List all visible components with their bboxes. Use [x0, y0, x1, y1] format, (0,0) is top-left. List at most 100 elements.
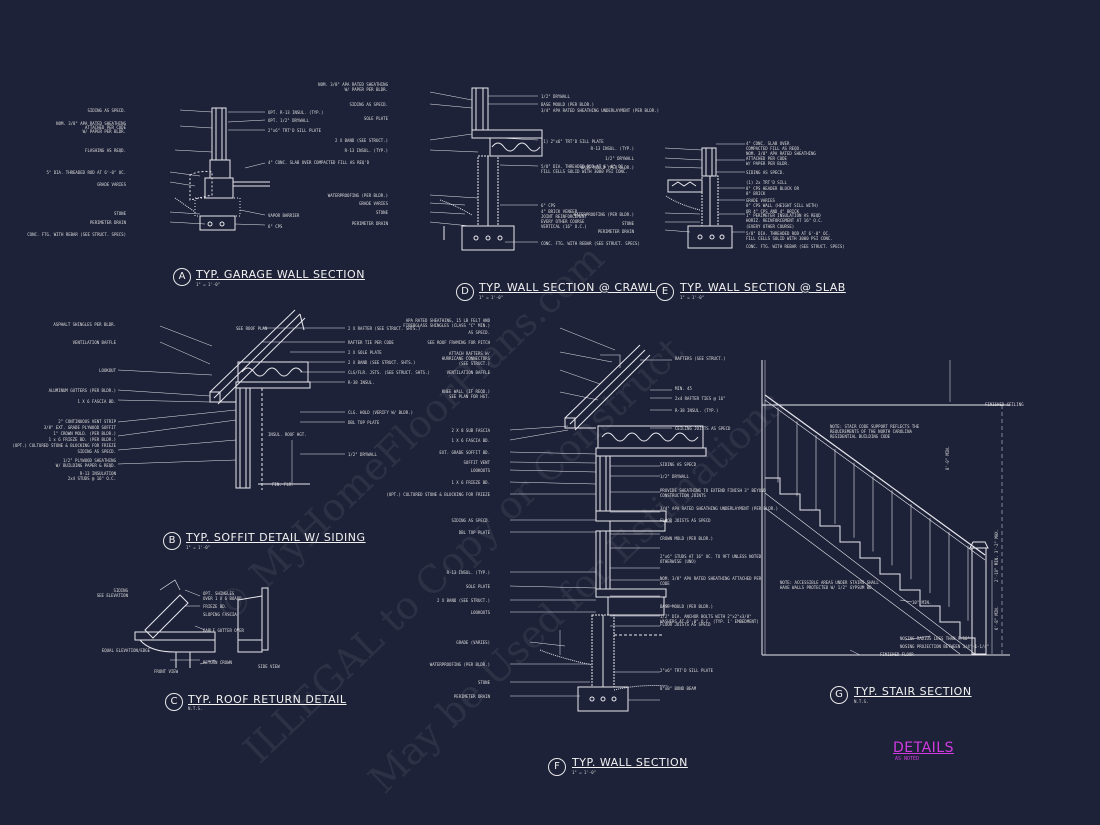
callout-note-f: DBL TOP PLATE: [458, 530, 490, 535]
callout-note-f: AS SPECD.: [468, 330, 490, 335]
callout-note-e: GRADE VARIES: [746, 198, 775, 203]
callout-note-f: HURRICANE CONNECTORS: [441, 356, 490, 361]
callout-note-a: 2"x6" TRT'D SILL PLATE: [268, 128, 321, 133]
callout-note-b: LOOKOUT: [99, 368, 116, 373]
callout-note-d: STONE: [375, 210, 388, 215]
callout-note-f: SIDING AS SPECD: [660, 462, 697, 467]
callout-note-g: NOSING RADIUS LESS THAN 9/16": [900, 636, 970, 641]
callout-note-e: CONC. FTG. WITH REBAR (SEE STRUCT. SPECS…: [746, 244, 845, 249]
callout-note-f: PERIMETER DRAIN: [453, 694, 490, 699]
callout-note-f: 2 X 8 SUB FASCIA: [451, 428, 490, 433]
callout-note-f: FLOOR JOISTS AS SPECD: [660, 518, 711, 523]
callout-note-b: R-13 INSULATION: [79, 471, 116, 476]
callout-note-f: STONE: [477, 680, 490, 685]
callout-note-f: SOLE PLATE: [465, 584, 490, 589]
callout-note-f: 3/4" APA RATED SHEATHING UNDERLAYMENT (P…: [660, 506, 779, 511]
callout-note-f: SOFFIT VENT: [463, 460, 491, 465]
callout-note-b: CLG. HOLD (VERIFY W/ BLDR.): [348, 410, 414, 415]
callout-note-d: SIDING AS SPECD.: [349, 102, 388, 107]
callout-note-b: 1" CROWN MOLD. (PER BLDR.): [53, 431, 116, 436]
callout-note-g: NOTE: STAIR CODE SUPPORT REFLECTS THE RE…: [830, 424, 920, 439]
detail-b-bubble: B: [163, 532, 181, 550]
sheet-title: DETAILS: [893, 740, 954, 756]
callout-note-f: VENTILATION BAFFLE: [446, 370, 490, 375]
callout-note-d: PERIMETER DRAIN: [351, 221, 388, 226]
callout-note-f: (SEE STRUCT.): [458, 361, 490, 366]
callout-note-f: NOM. 3/8" APA RATED SHEATHING ATTACHED P…: [660, 576, 762, 586]
callout-note-e: STONE: [621, 221, 634, 226]
callout-note-b: INSUL. ROOF HGT.: [268, 432, 307, 437]
callout-note-a: W/ PAPER PER BLDR.: [82, 129, 126, 134]
callout-note-a: 4" CONC. SLAB OVER COMPACTED FILL AS REQ…: [268, 160, 370, 165]
callout-note-b: 1 x 6 FRIEZE BD. (PER BLDR.): [48, 437, 116, 442]
detail-g-bubble: G: [830, 686, 848, 704]
callout-note-c: EQUAL ELEVATION/EDGE: [101, 648, 150, 653]
detail-c-scale: N.T.S.: [188, 706, 203, 711]
callout-note-d: CONC. FTG. WITH REBAR (SEE STRUCT. SPECS…: [541, 241, 640, 246]
callout-note-e: FILL CELLS SOLID WITH 3000 PSI CONC.: [746, 236, 833, 241]
detail-c-drawing: [134, 579, 269, 668]
callout-note-e: PERIMETER DRAIN: [597, 229, 634, 234]
callout-note-d: WATERPROOFING (PER BLDR.): [327, 193, 388, 198]
callout-note-e: 8" CPS HEADER BLOCK OR: [746, 186, 799, 191]
callout-note-f: SEE PLAN FOR HGT.: [449, 394, 490, 399]
callout-note-f: 8"x8" BOND BEAM: [660, 686, 697, 691]
callout-note-a: OPT. 1/2" DRYWALL: [268, 118, 309, 123]
callout-note-f: LOOKOUTS: [470, 468, 490, 473]
callout-note-f: (OPT.) CULTURED STONE & BLOCKING FOR FRI…: [386, 492, 490, 497]
callout-note-f: BASE MOULD (PER BLDR.): [660, 604, 713, 609]
callout-note-f: ATTACH RAFTERS W/: [449, 351, 490, 356]
callout-note-g: NOSING PROJECTION BETWEEN 3/4"-1-1/4": [900, 644, 990, 649]
callout-note-e: 8" BRICK: [746, 191, 766, 196]
callout-note-e: HORIZ. REINFORCEMENT AT 16" O.C.: [746, 218, 824, 223]
detail-f-bubble: F: [548, 758, 566, 776]
callout-note-c: SIDE VIEW: [258, 664, 280, 669]
callout-note-a: VAPOR BARRIER: [268, 213, 300, 218]
callout-note-f: EXT. GRADE SOFFIT BD.: [439, 450, 490, 455]
callout-note-b: SIDING AS SPECD.: [77, 449, 116, 454]
detail-f-scale: 1" = 1'-0": [572, 770, 597, 775]
detail-b-title: TYP. SOFFIT DETAIL W/ SIDING: [186, 531, 366, 544]
callout-note-b: 1 X 6 FASCIA BD.: [77, 399, 116, 404]
callout-note-b: RAFTER TIE PER CODE: [348, 340, 394, 345]
detail-e-drawing: [664, 143, 745, 249]
callout-note-c: OVER 1 X 6 BOARD: [203, 596, 242, 601]
callout-note-b: 2 X RAFTER (SEE STRUCT. SHTS.): [348, 326, 421, 331]
callout-note-c: SEE ELEVATION: [96, 593, 128, 598]
callout-note-e: BASE MOULD (PER BLDR.): [581, 165, 634, 170]
callout-note-d: JOINT REINFORCEMENT: [541, 214, 587, 219]
detail-f-drawing: [509, 327, 707, 712]
callout-note-d: 1/2" DRYWALL: [541, 94, 570, 99]
callout-note-b: 2 X SOLE PLATE: [348, 350, 382, 355]
detail-c-title: TYP. ROOF RETURN DETAIL: [188, 693, 347, 706]
callout-note-b: DBL TOP PLATE: [348, 420, 380, 425]
detail-e-bubble: E: [656, 283, 674, 301]
callout-note-a: PERIMETER DRAIN: [89, 220, 126, 225]
callout-note-f: 2"x6" STUDS AT 16" OC. TO 9FT UNLESS NOT…: [660, 554, 762, 564]
callout-note-f: R-13 INSUL. (TYP.): [446, 570, 490, 575]
detail-d-scale: 1" = 1'-0": [479, 295, 504, 300]
detail-e-scale: 1" = 1'-0": [680, 295, 705, 300]
detail-b-drawing: [117, 309, 345, 490]
callout-note-c: OPT. SHINGLES: [203, 591, 235, 596]
detail-g-title: TYP. STAIR SECTION: [854, 685, 972, 698]
callout-note-d: NOM. 3/8" APA RATED SHEATHING: [318, 82, 388, 87]
detail-e-title: TYP. WALL SECTION @ SLAB: [680, 281, 846, 294]
callout-note-e: ATTACHED PER CODE: [746, 156, 787, 161]
callout-note-f: 2"x6" TRT'D SILL PLATE: [660, 668, 713, 673]
callout-note-b: VENTILATION BAFFLE: [72, 340, 116, 345]
callout-note-d: GRADE VARIES: [359, 201, 388, 206]
callout-note-b: 2" CONTINUOUS VENT STRIP: [58, 419, 116, 424]
callout-note-b: 2 X BAND (SEE STRUCT. SHTS.): [348, 360, 416, 365]
callout-note-f: CROWN MOLD (PER BLDR.): [660, 536, 713, 541]
callout-note-f: GRADE (VARIES): [456, 640, 490, 645]
callout-note-f: R-38 INSUL. (TYP.): [675, 408, 719, 413]
callout-note-a: STONE: [113, 211, 126, 216]
callout-note-e: 1/2" DRYWALL: [605, 156, 634, 161]
callout-note-c: SLOPING FASCIA: [203, 612, 237, 617]
callout-note-b: R-38 INSUL.: [348, 380, 375, 385]
detail-a-title: TYP. GARAGE WALL SECTION: [196, 268, 365, 281]
callout-note-e: (1) 2x TRT'D SILL: [746, 180, 787, 185]
callout-note-f: 1/2" DRYWALL: [660, 474, 689, 479]
